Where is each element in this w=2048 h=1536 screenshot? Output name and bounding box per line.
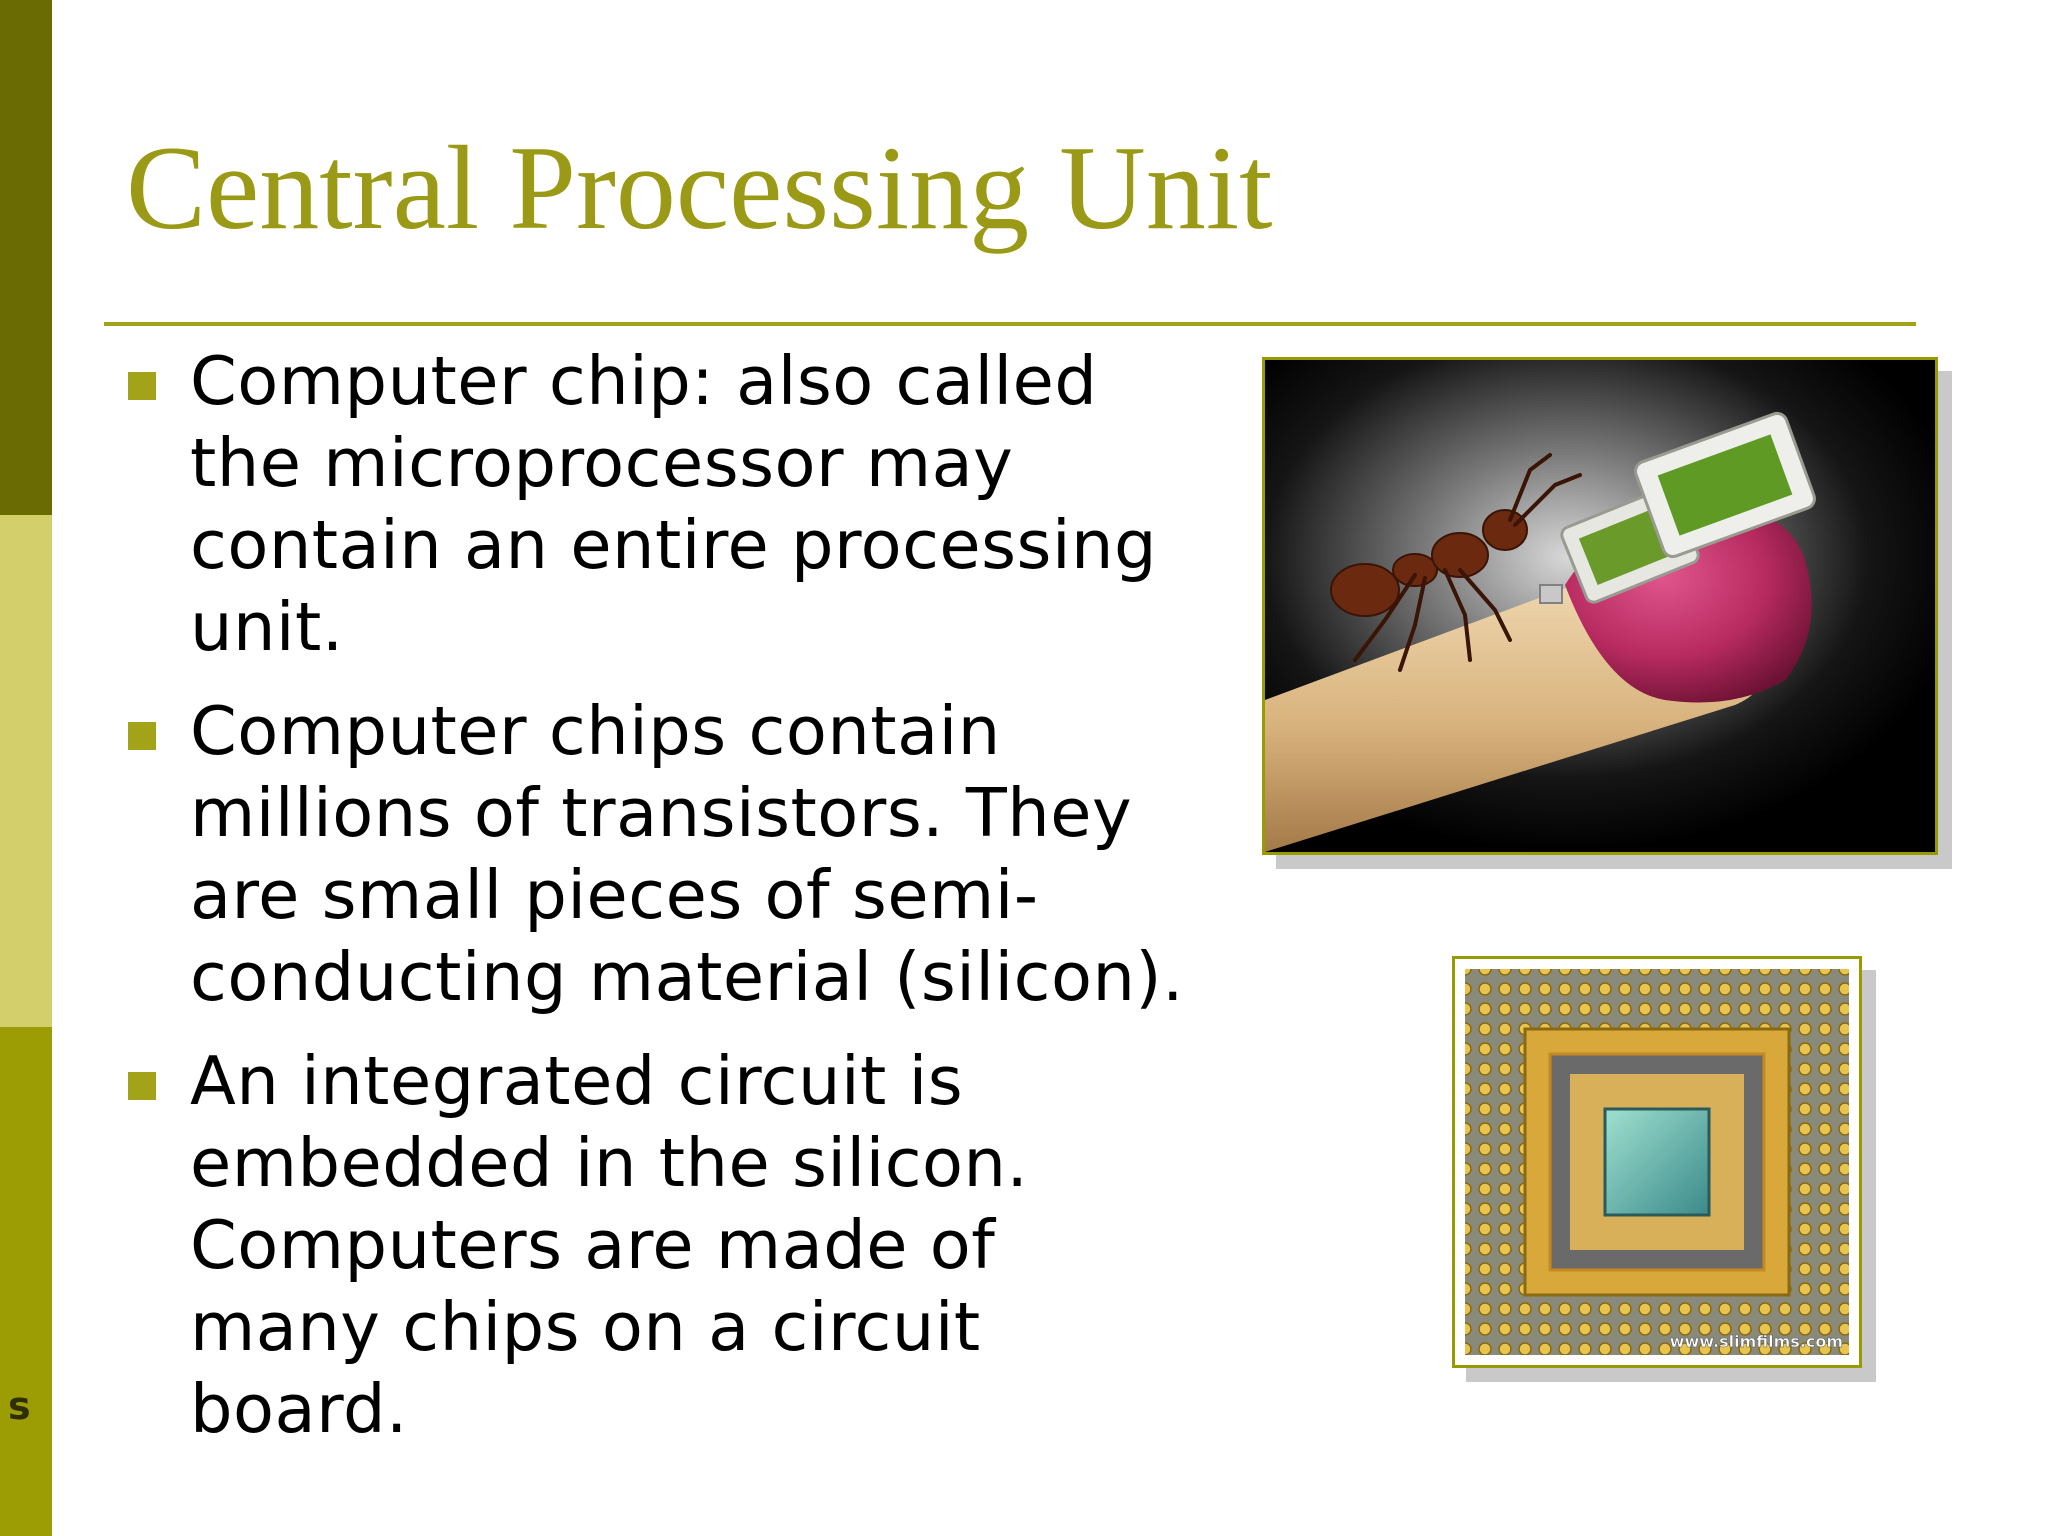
ant-on-match-illustration — [1265, 360, 1935, 852]
bullet-list: Computer chip: also called the microproc… — [124, 340, 1184, 1472]
chip-watermark: www.slimfilms.com — [1670, 1332, 1843, 1351]
cpu-chip-photo: www.slimfilms.com — [1452, 956, 1862, 1368]
title-divider — [104, 322, 1916, 326]
bullet-item: An integrated circuit is embedded in the… — [124, 1040, 1184, 1450]
square-bullet-icon — [128, 372, 156, 400]
bullet-item: Computer chip: also called the microproc… — [124, 340, 1184, 668]
slide-title: Central Processing Unit — [126, 121, 1273, 254]
bullet-text: Computer chip: also called the microproc… — [190, 342, 1158, 666]
ant-on-match-photo — [1262, 357, 1938, 855]
square-bullet-icon — [128, 722, 156, 750]
bullet-text: An integrated circuit is embedded in the… — [190, 1042, 1029, 1448]
bullet-text: Computer chips contain millions of trans… — [190, 692, 1184, 1016]
slide-sidebar — [0, 0, 52, 1536]
sidebar-band-light — [0, 515, 52, 1027]
sidebar-band-dark — [0, 0, 52, 515]
square-bullet-icon — [128, 1072, 156, 1100]
sidebar-letter: s — [8, 1384, 31, 1428]
sidebar-band-mid — [0, 1027, 52, 1536]
cpu-chip-illustration: www.slimfilms.com — [1455, 959, 1859, 1365]
bullet-item: Computer chips contain millions of trans… — [124, 690, 1184, 1018]
